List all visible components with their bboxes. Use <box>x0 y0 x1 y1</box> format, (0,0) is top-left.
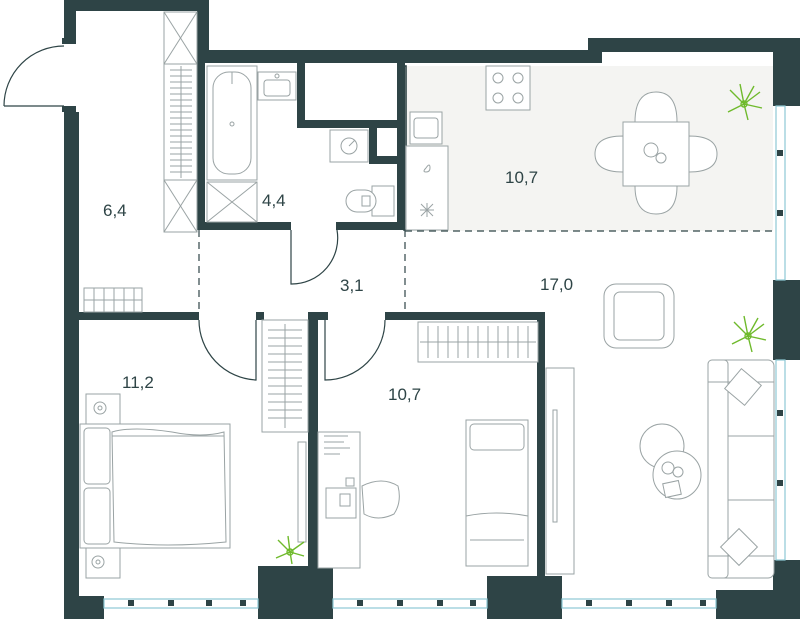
bedroom-wardrobe <box>261 319 309 433</box>
area-label-bedroom-2: 10,7 <box>388 385 421 404</box>
coffee-table <box>639 423 702 500</box>
interior-walls <box>79 56 545 577</box>
area-label-corridor: 3,1 <box>340 276 364 295</box>
shower-tray <box>206 181 258 223</box>
kitchen-floor <box>405 66 773 231</box>
bedside-table-top <box>85 393 121 425</box>
bedroom-2-wardrobe <box>417 321 539 363</box>
toilet <box>345 185 395 217</box>
utility-sink <box>409 111 443 145</box>
dining-table <box>594 91 718 215</box>
desk-chair <box>361 480 400 519</box>
area-label-hallway: 6,4 <box>103 201 127 220</box>
hall-wardrobe <box>163 11 198 233</box>
plant-bedroom <box>275 535 305 565</box>
desk <box>317 431 361 569</box>
windows <box>103 105 786 609</box>
washing-machine <box>329 129 369 163</box>
hall-radiator <box>83 287 143 313</box>
plant-living <box>731 315 767 353</box>
kitchen-counter <box>405 145 449 231</box>
bathtub <box>206 65 258 181</box>
area-label-kitchen: 10,7 <box>505 168 538 187</box>
bedside-table-bottom <box>85 547 121 579</box>
plant-kitchen <box>727 83 763 121</box>
zone-boundaries <box>198 230 773 312</box>
area-label-living: 17,0 <box>540 275 573 294</box>
outer-walls <box>64 0 800 619</box>
tv-stand <box>545 367 575 575</box>
armchair <box>603 283 675 349</box>
double-bed <box>79 423 231 549</box>
entrance-door <box>3 38 76 112</box>
wall-mirror <box>297 441 307 543</box>
area-label-bedroom-1: 11,2 <box>122 373 154 392</box>
interior-doors <box>198 229 386 381</box>
stove <box>485 65 531 111</box>
bathroom-sink <box>257 71 297 101</box>
sofa <box>707 359 775 579</box>
area-label-bathroom: 4,4 <box>262 191 286 210</box>
single-bed <box>465 419 529 567</box>
